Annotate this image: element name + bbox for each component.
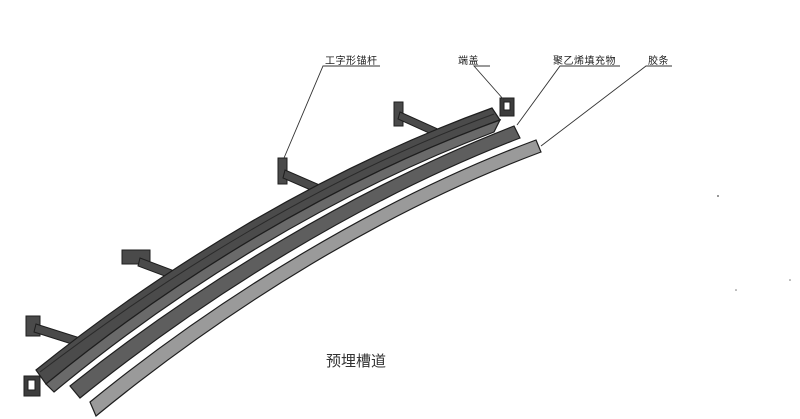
polyethylene-filler bbox=[69, 125, 521, 399]
end-caps bbox=[23, 97, 515, 397]
channel-body bbox=[35, 107, 502, 393]
leader-strip bbox=[540, 65, 672, 147]
label-rubber-strip: 胶条 bbox=[648, 56, 669, 67]
label-polyethylene-filler: 聚乙烯填充物 bbox=[553, 56, 616, 67]
leader-filler bbox=[516, 65, 620, 126]
leader-anchor bbox=[283, 65, 380, 159]
rubber-strip bbox=[89, 139, 542, 417]
anchor-bolt-3 bbox=[121, 249, 173, 279]
anchor-bolt-4 bbox=[25, 315, 81, 347]
leader-end-cap bbox=[473, 65, 505, 101]
diagram-caption: 预埋槽道 bbox=[326, 352, 387, 370]
end-cap-left bbox=[23, 375, 41, 397]
leader-lines bbox=[283, 65, 672, 159]
label-i-anchor: 工字形锚杆 bbox=[325, 56, 378, 67]
scan-specks bbox=[717, 195, 791, 291]
label-end-cap: 端盖 bbox=[458, 56, 479, 67]
end-cap-right bbox=[499, 97, 515, 117]
